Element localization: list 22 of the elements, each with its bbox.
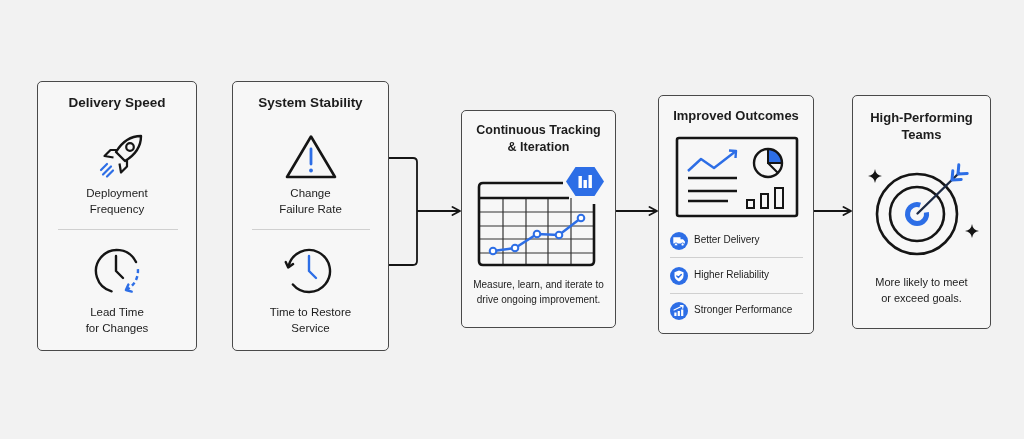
card-title: Improved Outcomes bbox=[672, 107, 800, 125]
description: Measure, learn, and iterate to drive ongoing improvement. bbox=[472, 278, 605, 307]
process-card bbox=[461, 110, 616, 328]
card-title: High-Performing Teams bbox=[869, 109, 974, 143]
card-title: Continuous Tracking & Iteration bbox=[475, 122, 602, 156]
metric-label: Change Failure Rate bbox=[278, 186, 343, 217]
outcome-card bbox=[658, 95, 814, 334]
outcome-label: Higher Reliability bbox=[694, 268, 771, 282]
metric-card bbox=[232, 81, 389, 351]
card-title: System Stability bbox=[257, 94, 364, 112]
outcome-label: Better Delivery bbox=[694, 233, 761, 247]
metric-card bbox=[37, 81, 197, 351]
description: More likely to meet or exceed goals. bbox=[874, 275, 969, 306]
metric-label: Deployment Frequency bbox=[85, 186, 149, 217]
metric-label: Time to Restore Service bbox=[268, 305, 353, 336]
arrow bbox=[813, 206, 852, 216]
card-title: Delivery Speed bbox=[67, 94, 167, 112]
bracket-arrow bbox=[388, 157, 461, 266]
arrow bbox=[615, 206, 658, 216]
result-card bbox=[852, 95, 991, 329]
metric-label: Lead Time for Changes bbox=[84, 305, 150, 336]
outcome-label: Stronger Performance bbox=[694, 303, 794, 317]
